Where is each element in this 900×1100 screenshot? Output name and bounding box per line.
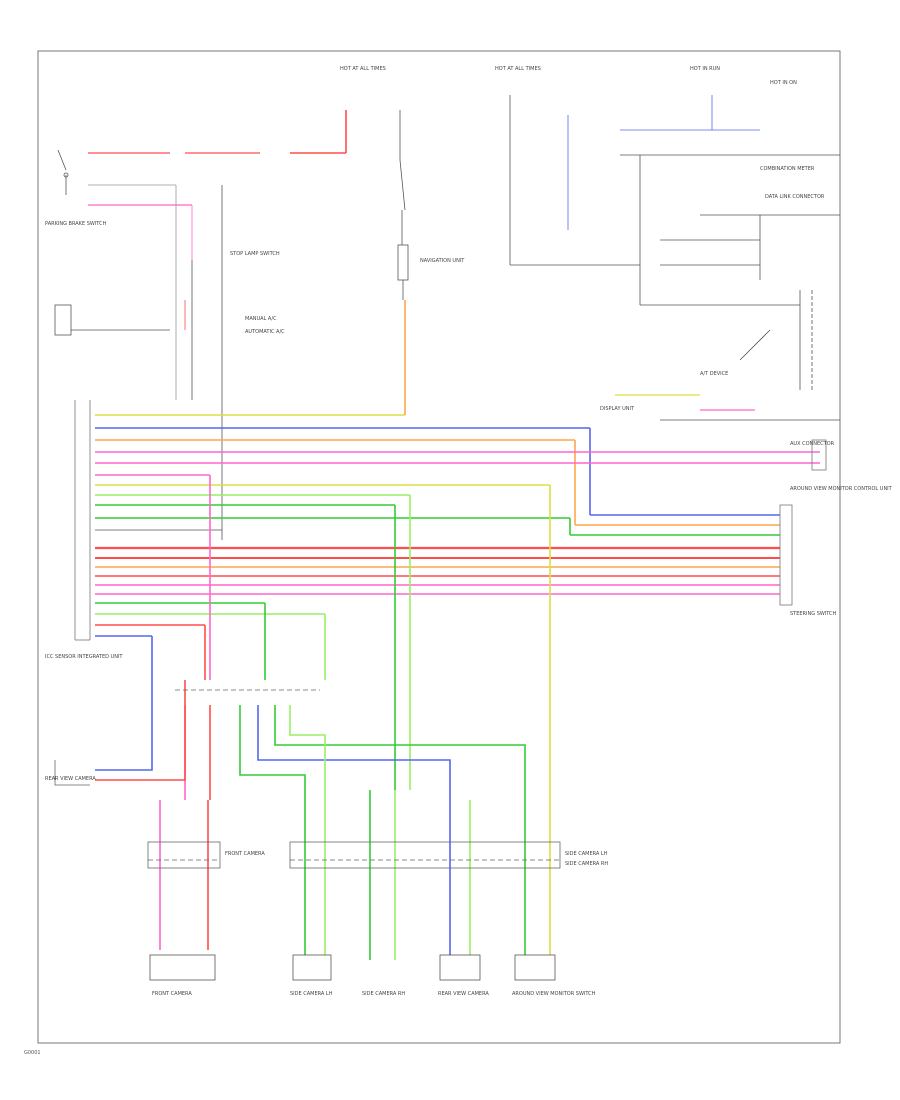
- bottom-label-4: REAR VIEW CAMERA: [438, 991, 489, 997]
- component-label-module: ICC SENSOR INTEGRATED UNIT: [45, 654, 123, 660]
- fuse-label-1: HOT AT ALL TIMES: [340, 66, 386, 72]
- component-label-stop-lamp: STOP LAMP SWITCH: [230, 251, 280, 257]
- bottom-label-3: SIDE CAMERA RH: [362, 991, 405, 997]
- bottom-label-2: SIDE CAMERA LH: [290, 991, 333, 997]
- wire-harness: [95, 300, 820, 637]
- component-label-rear-camera: REAR VIEW CAMERA: [45, 776, 96, 782]
- component-label-side-camera-rh: SIDE CAMERA RH: [565, 861, 608, 867]
- diagram-code: G0001: [24, 1050, 41, 1056]
- component-label-gear-selector: A/T DEVICE: [700, 371, 728, 377]
- component-label-combination-meter: COMBINATION METER: [760, 166, 815, 172]
- connector-rows: [148, 689, 560, 861]
- bottom-label-1: FRONT CAMERA: [152, 991, 192, 997]
- component-label-aux: AUX CONNECTOR: [790, 441, 835, 447]
- fuse-label-3: HOT IN RUN: [690, 66, 720, 72]
- component-label-side-camera-connector: SIDE CAMERA LH: [565, 851, 608, 857]
- component-label-nav: NAVIGATION UNIT: [420, 258, 465, 264]
- component-label-front-camera-connector: FRONT CAMERA: [225, 851, 265, 857]
- fuse-label-4: HOT IN ON: [770, 80, 797, 86]
- right-connector: [779, 439, 827, 606]
- legend-item-1: MANUAL A/C: [245, 316, 277, 322]
- component-label-data-link: DATA LINK CONNECTOR: [765, 194, 825, 200]
- control-module-connector: [74, 400, 91, 641]
- top-region: [54, 95, 840, 540]
- component-label-camera-control: AROUND VIEW MONITOR CONTROL UNIT: [790, 486, 893, 492]
- fuse-label-2: HOT AT ALL TIMES: [495, 66, 541, 72]
- component-label-steering: STEERING SWITCH: [790, 611, 837, 617]
- component-label-parking-brake: PARKING BRAKE SWITCH: [45, 221, 107, 227]
- legend-item-2: AUTOMATIC A/C: [245, 329, 285, 335]
- bottom-label-5: AROUND VIEW MONITOR SWITCH: [512, 991, 596, 997]
- camera-drops: [95, 475, 551, 960]
- bottom-components: [149, 954, 556, 981]
- component-label-display: DISPLAY UNIT: [600, 406, 635, 412]
- diagram-frame: [37, 50, 841, 1044]
